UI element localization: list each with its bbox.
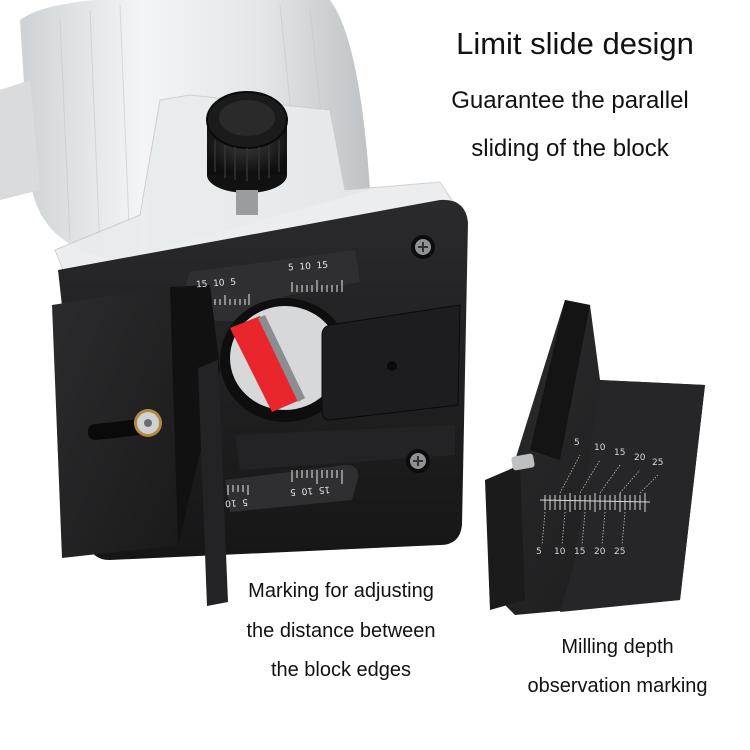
callout-left-line-3: the block edges (270, 659, 412, 681)
scale-number: 15 (574, 547, 586, 557)
headline-title: Limit slide design (456, 26, 694, 61)
depth-knob (206, 91, 288, 215)
scale-number: 10 (594, 443, 606, 453)
scale-number: 10 (554, 547, 566, 557)
scale-number: 15 (316, 260, 329, 272)
callout-left-line-2: the distance between (246, 620, 436, 642)
scale-number: 5 (241, 496, 249, 507)
scale-number: 25 (614, 547, 626, 557)
depth-block (485, 300, 705, 615)
scale-number: 5 (574, 438, 580, 448)
scale-number: 5 (289, 486, 297, 497)
fence-block (52, 285, 228, 606)
scale-number: 15 (195, 279, 208, 291)
scale-number: 20 (634, 453, 646, 463)
scale-number: 10 (224, 497, 237, 508)
headline-line-1: Guarantee the parallel (451, 87, 689, 114)
red-cutter (230, 316, 300, 412)
scale-numbers-bottom-left: 5 10 (225, 496, 249, 508)
headline-line-2: sliding of the block (471, 135, 669, 162)
scale-number: 15 (318, 483, 331, 495)
scale-number: 5 (229, 277, 237, 288)
callout-right-line-2: observation marking (527, 675, 708, 697)
scale-number: 5 (287, 263, 295, 274)
scale-number: 10 (212, 278, 225, 290)
scale-number: 5 (536, 547, 542, 557)
plate-scale-bottom (227, 470, 343, 495)
callout-right-line-1: Milling depth (561, 636, 674, 658)
scale-number: 20 (594, 547, 606, 557)
callout-left-line-1: Marking for adjusting (248, 580, 434, 602)
scale-number: 10 (301, 484, 314, 496)
scale-number: 25 (652, 458, 664, 468)
scale-number: 10 (299, 261, 312, 273)
scale-number: 15 (614, 448, 626, 458)
